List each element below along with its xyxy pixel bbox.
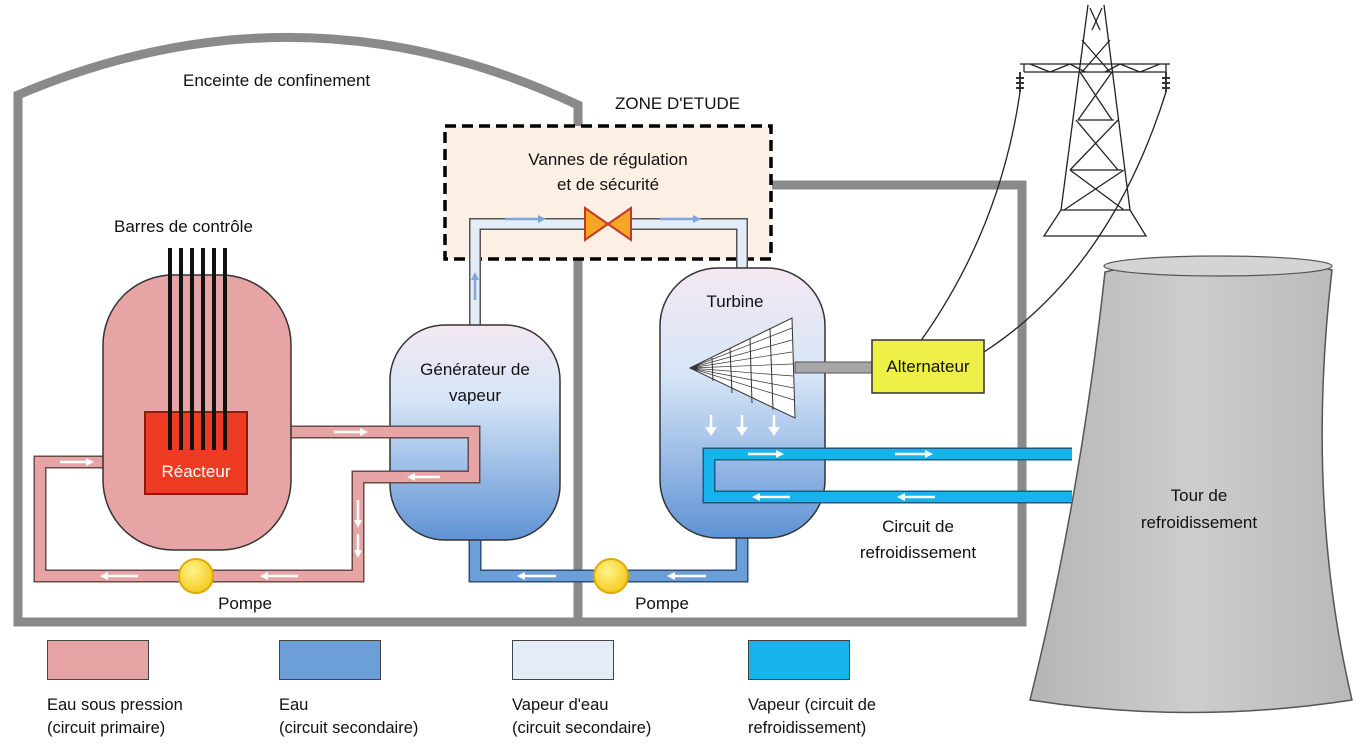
flow-arrows [60, 428, 935, 580]
legend-item: Eau (circuit secondaire) [279, 640, 418, 740]
legend-swatch-cooling [748, 640, 850, 680]
valves-label: Vannes de régulation [528, 150, 687, 169]
pump-icon [178, 558, 214, 594]
alternator [871, 339, 985, 394]
steam-generator-label: vapeur [449, 386, 501, 405]
legend-item: Vapeur d'eau (circuit secondaire) [512, 640, 651, 740]
pump-icon [593, 558, 629, 594]
condensate-arrows [705, 415, 780, 436]
study-zone [443, 124, 773, 261]
alternator-label: Alternateur [886, 357, 969, 376]
cooling-circuit [704, 449, 1072, 502]
turbine-blades-icon [688, 317, 796, 419]
reactor-core [144, 411, 248, 495]
cooling-tower-label: refroidissement [1141, 513, 1257, 532]
cooling-tower-label: Tour de [1171, 486, 1228, 505]
turbine-label: Turbine [706, 292, 763, 311]
electric-pylon-icon [919, 4, 1170, 353]
study-zone-label: ZONE D'ETUDE [615, 94, 740, 113]
legend-swatch-steam [512, 640, 614, 680]
legend-label: Vapeur (circuit de refroidissement) [748, 696, 877, 737]
legend-label: Vapeur d'eau (circuit secondaire) [512, 696, 652, 737]
butterfly-valve-icon [584, 206, 632, 242]
legend-label: Eau (circuit secondaire) [279, 696, 419, 737]
pump-label: Pompe [218, 594, 272, 613]
cooling-circuit-label: refroidissement [860, 543, 976, 562]
steam-generator-label: Générateur de [420, 360, 530, 379]
cooling-tower-top [1103, 255, 1333, 277]
turbine-hall-wall [578, 180, 1027, 627]
reactor-label: Réacteur [162, 462, 231, 481]
legend-item: Eau sous pression (circuit primaire) [47, 640, 183, 740]
cooling-circuit-label: Circuit de [882, 517, 954, 536]
steam-flow-arrows [471, 215, 701, 300]
legend-swatch-secondary-water [279, 640, 381, 680]
valves-label: et de sécurité [557, 175, 659, 194]
containment-label: Enceinte de confinement [183, 71, 370, 90]
legend-swatch-primary [47, 640, 149, 680]
control-rods [168, 248, 227, 450]
legend-label: Eau sous pression (circuit primaire) [47, 696, 183, 737]
containment-wall [13, 32, 583, 627]
pump-label: Pompe [635, 594, 689, 613]
turbine-shaft [794, 361, 874, 374]
control-rods-label: Barres de contrôle [114, 217, 253, 236]
legend-item: Vapeur (circuit de refroidissement) [748, 640, 876, 740]
